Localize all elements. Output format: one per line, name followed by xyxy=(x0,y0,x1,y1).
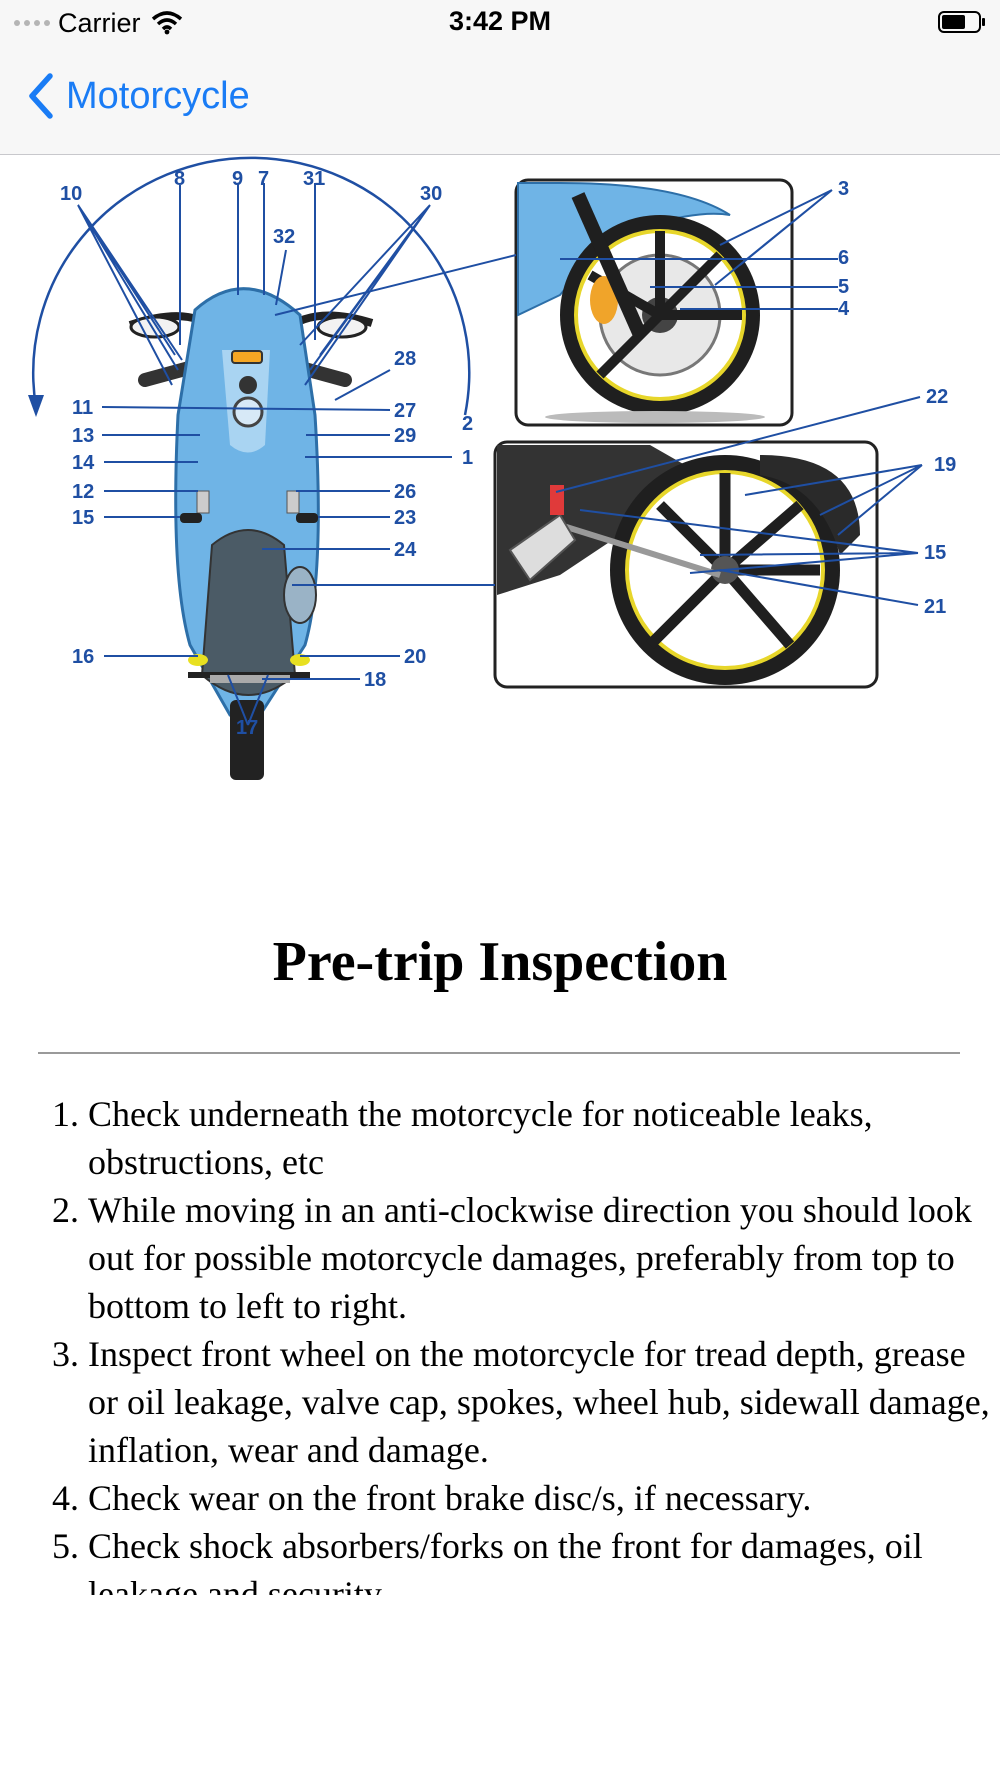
back-button-label: Motorcycle xyxy=(66,74,250,117)
list-item: Check shock absorbers/forks on the front… xyxy=(88,1522,1000,1595)
callout-numbers: 10 8 9 7 31 30 32 28 11 27 2 13 29 1 14 12 26 15 23 2… xyxy=(60,168,956,739)
inspection-content: Check underneath the motorcycle for noti… xyxy=(0,1090,1000,1595)
list-item: Check wear on the front brake disc/s, if… xyxy=(88,1474,1000,1522)
svg-text:10: 10 xyxy=(60,183,82,205)
svg-text:7: 7 xyxy=(258,168,269,190)
svg-text:14: 14 xyxy=(72,452,95,474)
svg-text:4: 4 xyxy=(838,298,850,320)
svg-text:11: 11 xyxy=(72,397,93,419)
svg-text:20: 20 xyxy=(404,646,426,668)
svg-text:3: 3 xyxy=(838,178,849,200)
status-time: 3:42 PM xyxy=(448,6,552,36)
chevron-left-icon xyxy=(29,73,53,119)
svg-text:21: 21 xyxy=(924,596,946,618)
svg-text:32: 32 xyxy=(273,226,295,248)
svg-text:22: 22 xyxy=(926,386,948,408)
motorcycle-top-view-illustration xyxy=(128,287,374,780)
svg-text:15: 15 xyxy=(924,542,946,564)
svg-text:31: 31 xyxy=(303,168,325,190)
svg-text:16: 16 xyxy=(72,646,94,668)
motorcycle-diagram: 10 8 9 7 31 30 32 28 11 27 2 13 29 1 14 12 26 15 23 2… xyxy=(28,156,956,780)
svg-text:2: 2 xyxy=(462,413,473,435)
svg-text:24: 24 xyxy=(394,539,417,561)
inspection-steps-list: Check underneath the motorcycle for noti… xyxy=(0,1090,1000,1595)
svg-text:1: 1 xyxy=(462,447,473,469)
svg-text:18: 18 xyxy=(364,669,386,691)
rear-wheel-inset xyxy=(493,440,879,689)
list-item: While moving in an anti-clockwise direct… xyxy=(88,1186,1000,1330)
navigation-bar: Motorcycle xyxy=(0,44,1000,155)
svg-text:8: 8 xyxy=(174,168,185,190)
svg-text:23: 23 xyxy=(394,507,416,529)
svg-text:13: 13 xyxy=(72,425,94,447)
svg-text:27: 27 xyxy=(394,400,416,422)
page-title: Pre-trip Inspection xyxy=(272,931,728,993)
callout-lines xyxy=(77,183,923,726)
list-item: Inspect front wheel on the motorcycle fo… xyxy=(88,1330,1000,1474)
svg-text:28: 28 xyxy=(394,348,416,370)
svg-text:19: 19 xyxy=(934,454,956,476)
back-button[interactable]: Motorcycle xyxy=(28,66,250,126)
divider xyxy=(38,1052,960,1054)
svg-text:30: 30 xyxy=(420,183,442,205)
svg-text:12: 12 xyxy=(72,481,94,503)
svg-text:9: 9 xyxy=(232,168,243,190)
status-bar: Carrier 3:42 PM xyxy=(0,0,1000,44)
svg-text:26: 26 xyxy=(394,481,416,503)
wifi-icon xyxy=(151,11,182,35)
svg-text:17: 17 xyxy=(236,717,258,739)
carrier-name: Carrier xyxy=(58,7,141,38)
svg-text:29: 29 xyxy=(394,425,416,447)
signal-strength-icon xyxy=(14,20,50,26)
front-wheel-inset xyxy=(514,178,794,427)
signal-carrier: Carrier xyxy=(14,8,183,38)
svg-text:6: 6 xyxy=(838,247,849,269)
svg-text:5: 5 xyxy=(838,276,849,298)
svg-text:15: 15 xyxy=(72,507,94,529)
battery-icon xyxy=(938,11,985,33)
list-item: Check underneath the motorcycle for noti… xyxy=(88,1090,1000,1186)
